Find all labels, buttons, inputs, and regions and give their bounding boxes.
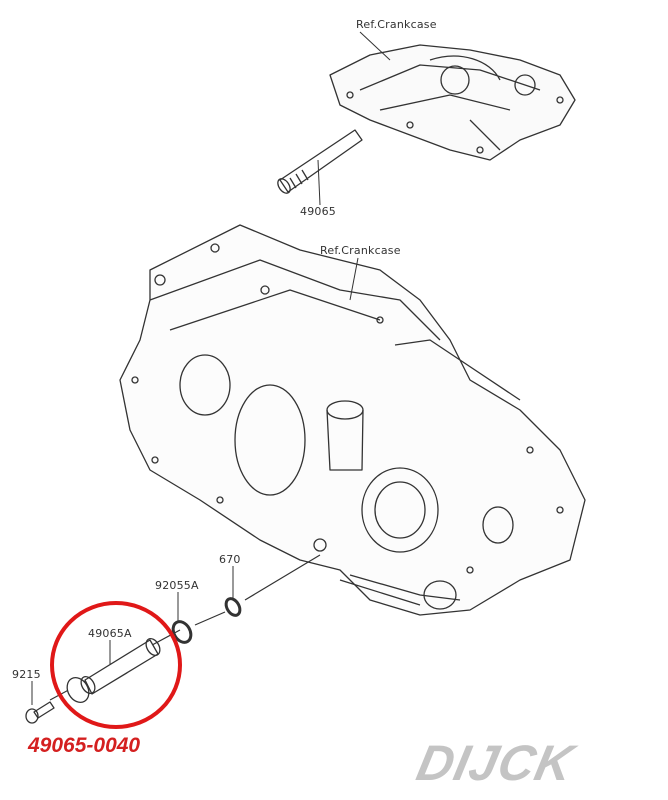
highlight-circle bbox=[50, 601, 182, 729]
shaft-49065-drawing bbox=[277, 129, 363, 194]
label-ref-crankcase-top: Ref.Crankcase bbox=[356, 18, 437, 31]
bolt-9215-drawing bbox=[25, 701, 55, 724]
upper-crankcase-drawing bbox=[329, 44, 576, 161]
highlighted-part-number: 49065-0040 bbox=[28, 734, 141, 757]
o-ring-670 bbox=[224, 597, 242, 617]
label-part-92055A: 92055A bbox=[155, 579, 199, 592]
label-part-9215: 9215 bbox=[12, 668, 41, 681]
oil-filter-49065A-drawing bbox=[66, 637, 161, 703]
o-ring-92055A bbox=[171, 620, 193, 644]
label-part-49065: 49065 bbox=[300, 205, 336, 218]
main-crankcase-drawing bbox=[119, 224, 586, 616]
label-part-670: 670 bbox=[219, 553, 241, 566]
watermark-logo: DIJCK bbox=[412, 735, 579, 791]
label-part-49065A: 49065A bbox=[88, 627, 132, 640]
label-ref-crankcase-main: Ref.Crankcase bbox=[320, 244, 401, 257]
